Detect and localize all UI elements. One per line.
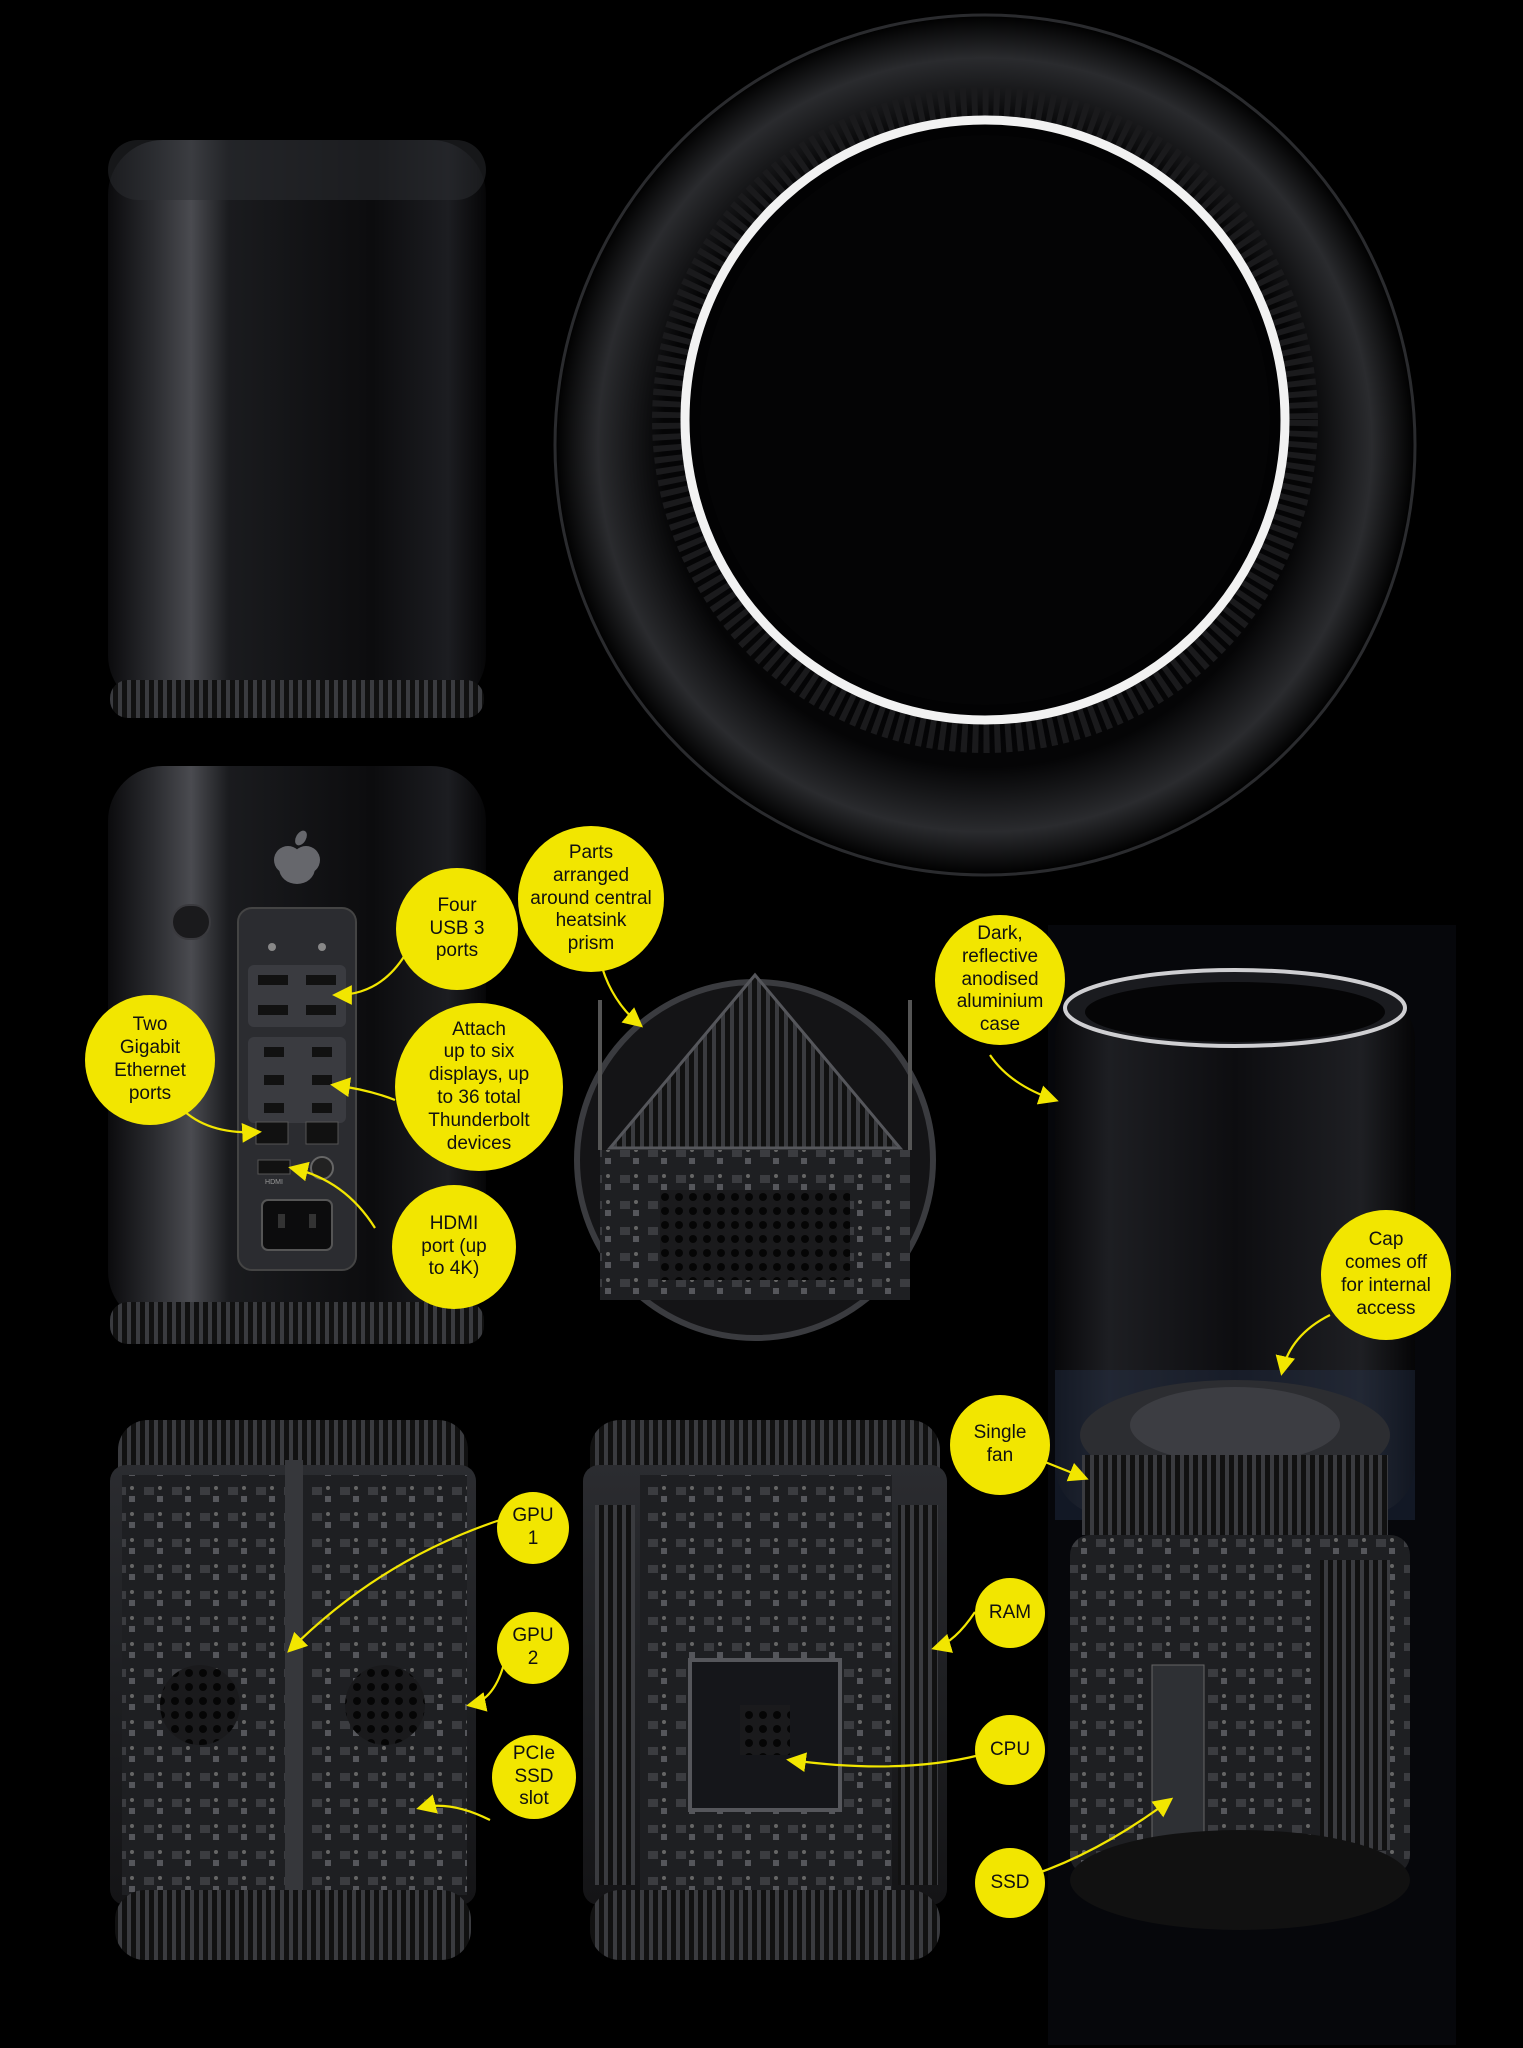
mac-pro-back-view: HDMI <box>108 766 486 1344</box>
callout-case: Dark, reflective anodised aluminium case <box>935 915 1065 1045</box>
hdmi-port <box>257 1159 291 1175</box>
ethernet-port <box>305 1121 339 1145</box>
speaker-port-icon <box>268 943 276 951</box>
leader-usb <box>332 954 406 1005</box>
leader-cap <box>1275 1314 1331 1376</box>
leader-lines <box>177 954 1331 1884</box>
ethernet-port <box>255 1121 289 1145</box>
thunderbolt-port <box>312 1103 332 1113</box>
callout-ram-text: RAM <box>988 1601 1032 1623</box>
thunderbolt-port <box>264 1075 284 1085</box>
leader-hdmi <box>288 1161 376 1229</box>
mac-pro-case-exploded <box>1048 925 1456 2045</box>
callout-cap-text: Cap comes off for internal access <box>1341 1229 1431 1319</box>
ssd-module <box>1151 1664 1205 1866</box>
lock-switch <box>171 904 211 940</box>
mac-pro-front-view <box>108 140 486 718</box>
usb-port <box>258 975 288 985</box>
callout-gpu1-text: GPU 1 <box>512 1505 554 1549</box>
callout-case-text: Dark, reflective anodised aluminium case <box>956 923 1044 1036</box>
mac-pro-cpu-side <box>583 1420 947 1960</box>
thunderbolt-port <box>264 1047 284 1057</box>
hdmi-port-label: HDMI <box>265 1179 283 1186</box>
leader-case <box>989 1054 1059 1105</box>
callout-cap: Cap comes off for internal access <box>1321 1210 1451 1340</box>
thunderbolt-port <box>312 1047 332 1057</box>
leader-ram <box>931 1611 976 1653</box>
leader-pcie <box>416 1794 491 1821</box>
callout-thunderbolt: Attach up to six displays, up to 36 tota… <box>395 1003 563 1171</box>
leader-gpu1 <box>287 1518 501 1653</box>
callout-gpu1: GPU 1 <box>497 1492 569 1564</box>
callout-single-fan: Single fan <box>950 1395 1050 1495</box>
callout-parts-arranged: Parts arranged around central heatsink p… <box>518 826 664 972</box>
callout-ssd: SSD <box>975 1848 1045 1918</box>
power-socket <box>261 1199 333 1251</box>
heatsink-prism <box>606 972 904 1150</box>
callout-hdmi-port-text: HDMI port (up to 4K) <box>421 1212 487 1280</box>
callout-gigabit-ethernet-ports: Two Gigabit Ethernet ports <box>85 995 215 1125</box>
callout-parts-arranged-text: Parts arranged around central heatsink p… <box>530 842 652 955</box>
callout-pcie-ssd-slot: PCIe SSD slot <box>492 1735 576 1819</box>
thunderbolt-port <box>312 1075 332 1085</box>
callout-gigabit-ethernet-ports-text: Two Gigabit Ethernet ports <box>114 1014 186 1104</box>
mac-pro-internal-top-view <box>574 972 936 1341</box>
usb-port <box>306 1005 336 1015</box>
leader-thunderbolt <box>330 1077 396 1102</box>
leader-cpu <box>786 1752 981 1772</box>
mac-pro-gpu-side <box>110 1420 476 1960</box>
mac-pro-top-view <box>553 13 1417 877</box>
usb-port <box>258 1005 288 1015</box>
usb-port-block <box>248 965 346 1027</box>
callout-ssd-text: SSD <box>990 1871 1030 1893</box>
callout-cpu-text: CPU <box>989 1738 1031 1760</box>
callout-gpu2: GPU 2 <box>497 1612 569 1684</box>
callout-single-fan-text: Single fan <box>973 1422 1027 1466</box>
thunderbolt-port <box>264 1103 284 1113</box>
callout-hdmi-port: HDMI port (up to 4K) <box>392 1185 516 1309</box>
thunderbolt-port-block <box>248 1037 346 1123</box>
callout-four-usb3-ports-text: Four USB 3 ports <box>429 894 485 962</box>
callout-thunderbolt-text: Attach up to six displays, up to 36 tota… <box>428 1018 530 1154</box>
headphone-port-icon <box>318 943 326 951</box>
callout-ram: RAM <box>975 1578 1045 1648</box>
callout-cpu: CPU <box>975 1715 1045 1785</box>
callout-four-usb3-ports: Four USB 3 ports <box>396 868 518 990</box>
apple-logo-icon <box>274 830 320 884</box>
usb-port <box>306 975 336 985</box>
callout-gpu2-text: GPU 2 <box>512 1625 554 1669</box>
callout-pcie-ssd-slot-text: PCIe SSD slot <box>512 1742 556 1810</box>
